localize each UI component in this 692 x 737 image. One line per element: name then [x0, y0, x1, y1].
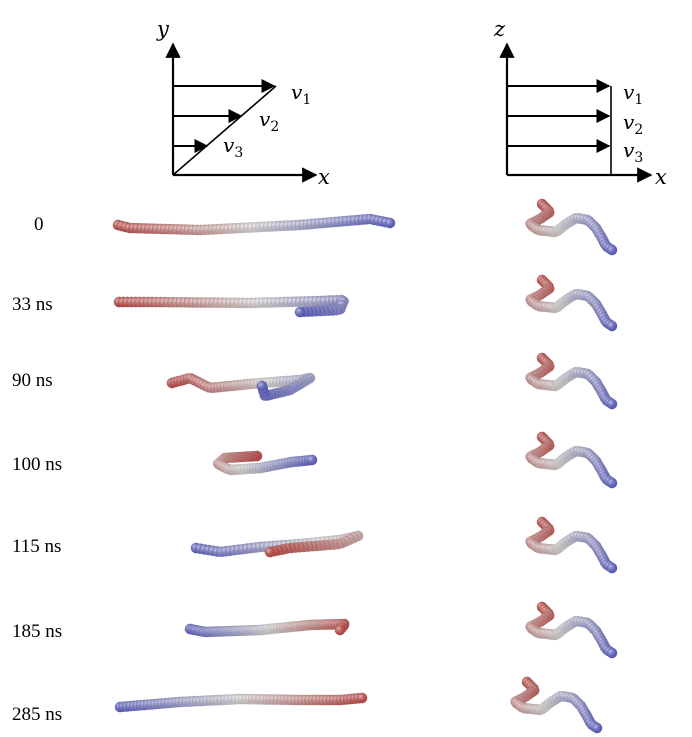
- time-label-115ns: 115 ns: [12, 536, 62, 557]
- chain-left-115: [190, 530, 364, 558]
- left-x-label: x: [318, 165, 330, 189]
- chain-left-33: [113, 294, 349, 318]
- polymer-chains: [112, 198, 618, 734]
- right-panel: z x v1 v2 v3: [493, 17, 667, 189]
- time-label-285ns: 285 ns: [12, 704, 63, 725]
- chain-right-0: [525, 198, 618, 256]
- time-label-100ns: 100 ns: [12, 454, 63, 475]
- bead-shading: [356, 692, 368, 704]
- bead-shading: [606, 320, 618, 332]
- chain-right-90: [525, 352, 618, 410]
- bead-shading: [294, 306, 306, 318]
- left-v1-label: v1: [291, 80, 311, 108]
- bead-shading: [591, 722, 603, 734]
- chain-right-185: [525, 601, 618, 659]
- bead-shading: [606, 244, 618, 256]
- left-y-label: y: [156, 17, 170, 41]
- time-label-0: 0: [34, 214, 44, 235]
- chain-right-285: [510, 676, 603, 734]
- bead-shading: [606, 647, 618, 659]
- chain-left-90: [166, 372, 316, 401]
- bead-shading: [606, 562, 618, 574]
- time-label-90ns: 90 ns: [12, 370, 53, 391]
- chain-left-0: [112, 213, 396, 236]
- bead-shading: [606, 477, 618, 489]
- bead-shading: [384, 217, 396, 229]
- time-label-185ns: 185 ns: [12, 621, 63, 642]
- bead-shading: [256, 380, 268, 392]
- bead-shading: [306, 454, 318, 466]
- left-v3-label: v3: [223, 133, 243, 161]
- left-shear-panel: y x v1 v2 v3: [156, 17, 330, 189]
- chain-right-100: [525, 431, 618, 489]
- time-label-33ns: 33 ns: [12, 294, 53, 315]
- right-x-label: x: [655, 165, 667, 189]
- left-v2-label: v2: [259, 107, 279, 135]
- bead-shading: [606, 398, 618, 410]
- right-v2-label: v2: [623, 110, 643, 138]
- left-shear-line: [172, 85, 277, 176]
- right-v1-label: v1: [623, 80, 643, 108]
- chain-left-185: [184, 618, 350, 638]
- chain-left-285: [114, 692, 368, 713]
- chain-right-115: [525, 516, 618, 574]
- chain-left-100: [212, 450, 318, 476]
- right-z-label: z: [493, 17, 506, 41]
- bead-shading: [334, 624, 346, 636]
- right-v3-label: v3: [623, 138, 643, 166]
- bead-shading: [264, 546, 276, 558]
- chain-right-33: [525, 274, 618, 332]
